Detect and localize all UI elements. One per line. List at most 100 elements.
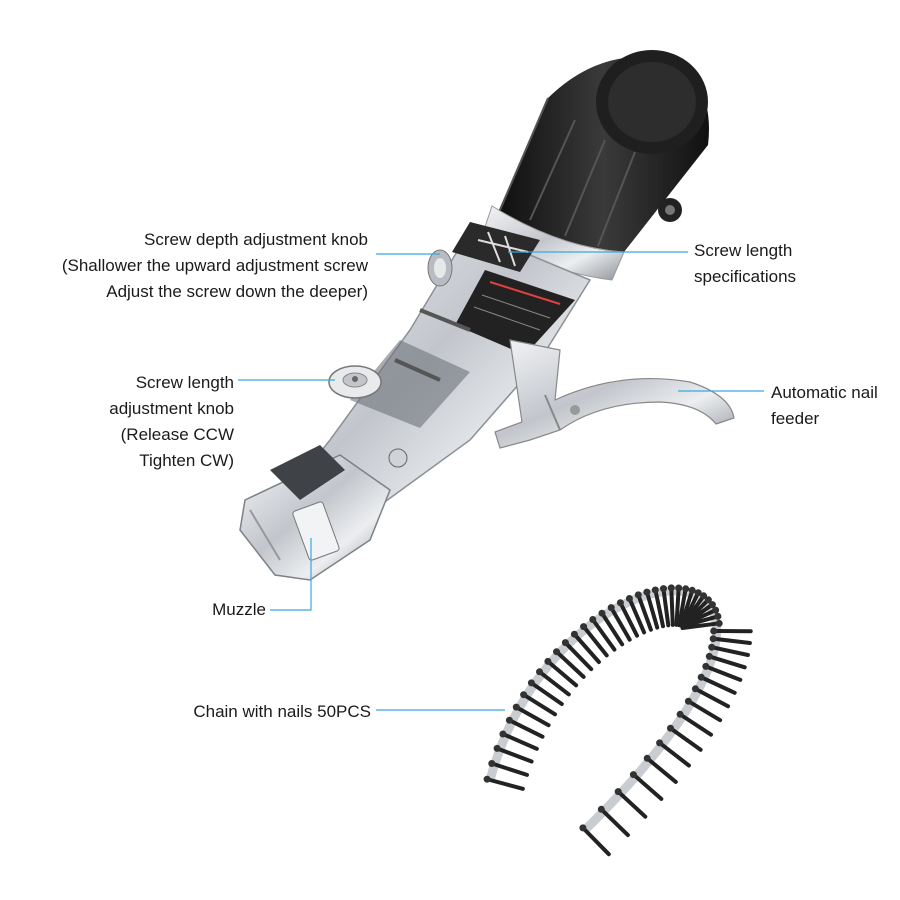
screw [628,599,647,635]
screw [712,645,750,657]
screw-head [643,588,651,596]
screw [710,655,747,670]
screw-head [614,788,622,796]
screw-head [667,724,674,732]
screw [524,694,557,717]
screw [539,671,571,697]
screw [647,758,678,784]
screw-head [684,697,692,705]
screw [680,714,713,737]
screw [674,589,681,627]
screw [680,621,719,630]
screw-head [700,592,708,600]
label-length-specs: Screw length specifications [694,238,796,290]
screw-head [527,679,535,687]
screw [574,634,601,664]
screw [503,733,539,751]
screw [510,719,545,739]
screw-head [710,627,718,635]
screw-head [702,662,710,670]
screw [531,682,564,706]
screw-head [625,595,633,602]
screw-head [579,824,587,832]
screw-head [709,635,717,643]
warning-label [455,270,575,355]
depth-knob [427,249,453,287]
screw-head [483,775,491,783]
screw-head [675,584,683,592]
screw [497,747,534,764]
screw-head [589,616,597,623]
screw-head [634,591,642,599]
label-line: Adjust the screw down the deeper) [106,282,368,301]
screw [637,595,653,632]
screw-head [705,652,713,660]
screw [688,700,723,723]
screw-head [607,604,615,612]
screw [618,791,648,819]
screw-head [688,586,696,594]
screw-head [667,584,675,592]
screw [516,706,551,728]
screw-head [708,601,716,609]
label-line: adjustment knob [109,399,234,418]
label-chain: Chain with nails 50PCS [193,699,371,725]
screw [492,762,529,777]
screw-head [597,805,605,813]
screw-head [598,609,606,617]
length-scale [452,222,540,272]
screw-head [682,585,690,593]
screw-head [505,716,513,724]
screw [583,626,609,658]
screw-head [691,685,699,693]
screw [669,588,675,627]
leader-muzzle [270,538,312,611]
screw-head [561,639,569,647]
screw-head [697,673,705,681]
screw-head [651,586,659,594]
chain-strip [485,586,722,834]
label-line: (Release CCW [120,425,234,444]
screw [714,637,752,645]
label-line: Screw depth adjustment knob [144,230,368,249]
label-feeder: Automatic nail feeder [771,380,878,432]
screw [601,613,625,647]
screw [701,676,737,695]
screw-head [570,630,578,638]
label-line: Screw length [135,373,234,392]
screw [610,608,632,642]
screw-head [493,744,501,752]
screw-head [708,643,716,651]
label-line: Automatic nail [771,383,878,402]
screw [660,742,691,768]
label-line: Tighten CW) [139,451,234,470]
label-depth-knob: Screw depth adjustment knob (Shallower t… [62,227,368,305]
screw-head [712,606,720,614]
screw [592,620,617,652]
feeder-arm [494,339,735,449]
screw [633,774,664,801]
screw [583,828,611,857]
screw-head [536,668,543,676]
screw-head [520,691,528,699]
screw-head [616,599,624,607]
screw [619,603,639,638]
screw [556,651,586,679]
screw-head [715,619,723,627]
screw [680,615,717,629]
screw [548,661,579,688]
leader-lines [238,251,764,711]
screw-head [694,589,702,597]
screw [565,642,594,672]
nail-chain [483,584,753,857]
grip-body [498,50,709,252]
screw-head [544,657,552,665]
screw-head [656,739,664,747]
screw-head [512,703,520,711]
screw [488,778,525,791]
screw-head [488,760,496,767]
screw-head [629,771,637,779]
screw-head [704,596,712,604]
